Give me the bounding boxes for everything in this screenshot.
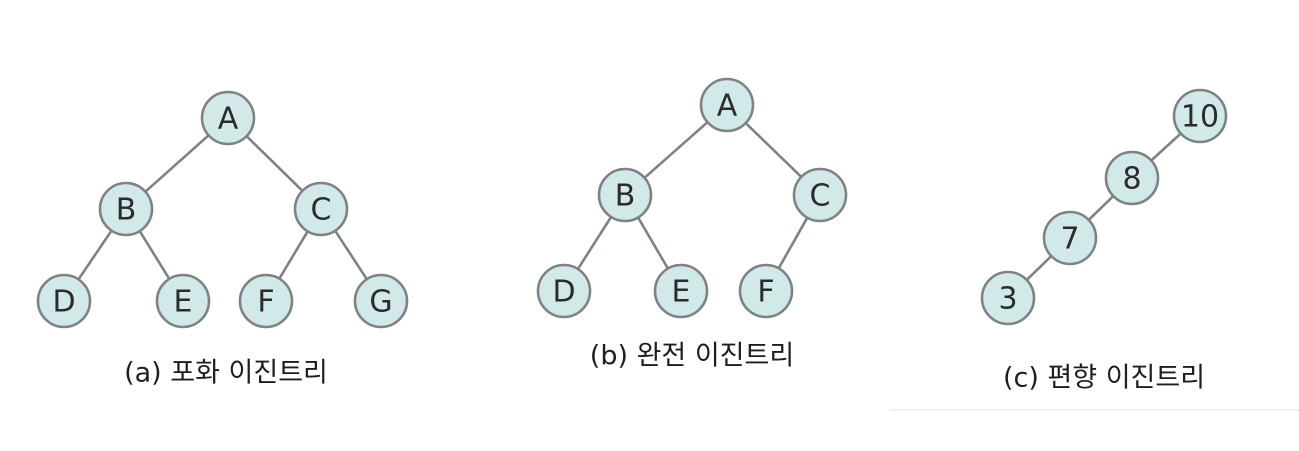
node-circle bbox=[792, 167, 848, 223]
node-label: E bbox=[672, 275, 691, 310]
edge-complete-B-D bbox=[576, 216, 613, 270]
tree-node-full-A: A bbox=[200, 90, 256, 146]
tree-node-full-B: B bbox=[98, 181, 154, 237]
node-circle bbox=[980, 270, 1036, 326]
edge-full-C-F bbox=[278, 230, 309, 280]
edge-skewed-7-3 bbox=[1025, 255, 1053, 281]
node-circle bbox=[293, 181, 349, 237]
node-circle bbox=[536, 263, 592, 319]
tree-node-full-G: G bbox=[353, 273, 409, 329]
node-label: D bbox=[52, 285, 75, 320]
tree-node-skewed-3: 3 bbox=[980, 270, 1036, 326]
tree-node-skewed-10: 10 bbox=[1172, 88, 1228, 144]
caption-complete-binary-tree: (b) 완전 이진트리 bbox=[590, 341, 794, 372]
edge-full-C-G bbox=[334, 230, 368, 280]
node-label: A bbox=[717, 89, 738, 124]
edge-full-B-E bbox=[138, 230, 171, 280]
node-circle bbox=[238, 273, 294, 329]
caption-full-binary-tree: (a) 포화 이진트리 bbox=[124, 358, 328, 389]
node-label: 3 bbox=[998, 282, 1017, 317]
edge-complete-B-E bbox=[636, 216, 670, 270]
node-label: B bbox=[116, 193, 137, 228]
tree-node-complete-D: D bbox=[536, 263, 592, 319]
edge-complete-A-B bbox=[643, 121, 709, 179]
edge-complete-A-C bbox=[744, 122, 803, 178]
tree-node-skewed-8: 8 bbox=[1104, 150, 1160, 206]
node-label: 8 bbox=[1122, 162, 1141, 197]
node-label: E bbox=[174, 285, 193, 320]
edge-full-A-B bbox=[144, 134, 210, 193]
node-circle bbox=[699, 77, 755, 133]
node-circle bbox=[1042, 210, 1098, 266]
tree-node-complete-C: C bbox=[792, 167, 848, 223]
edge-full-B-D bbox=[77, 229, 113, 281]
edge-skewed-8-7 bbox=[1087, 195, 1115, 221]
node-circle bbox=[200, 90, 256, 146]
node-label: C bbox=[311, 193, 332, 228]
node-circle bbox=[1104, 150, 1160, 206]
node-circle bbox=[1172, 88, 1228, 144]
caption-skewed-binary-tree: (c) 편향 이진트리 bbox=[1003, 363, 1205, 394]
tree-node-complete-E: E bbox=[653, 263, 709, 319]
node-circle bbox=[353, 273, 409, 329]
node-label: C bbox=[810, 179, 831, 214]
edge-skewed-10-8 bbox=[1150, 132, 1182, 162]
node-label: A bbox=[218, 102, 239, 137]
edges-layer bbox=[77, 121, 1182, 281]
node-label: F bbox=[257, 285, 274, 320]
node-label: F bbox=[757, 275, 774, 310]
node-label: B bbox=[615, 179, 636, 214]
tree-node-full-D: D bbox=[36, 273, 92, 329]
tree-node-skewed-7: 7 bbox=[1042, 210, 1098, 266]
tree-node-full-C: C bbox=[293, 181, 349, 237]
node-label: D bbox=[552, 275, 575, 310]
node-circle bbox=[653, 263, 709, 319]
node-circle bbox=[597, 167, 653, 223]
node-label: 10 bbox=[1181, 100, 1219, 135]
tree-node-complete-B: B bbox=[597, 167, 653, 223]
captions-layer: (a) 포화 이진트리 (b) 완전 이진트리 (c) 편향 이진트리 bbox=[124, 341, 1205, 394]
node-circle bbox=[155, 273, 211, 329]
edge-complete-C-F bbox=[777, 217, 809, 269]
node-circle bbox=[36, 273, 92, 329]
tree-node-full-E: E bbox=[155, 273, 211, 329]
tree-node-full-F: F bbox=[238, 273, 294, 329]
tree-node-complete-F: F bbox=[738, 263, 794, 319]
node-circle bbox=[738, 263, 794, 319]
nodes-layer: A B C D E F G A B C D E F 10 8 7 3 bbox=[36, 77, 1228, 329]
edge-full-A-C bbox=[245, 135, 304, 192]
node-label: G bbox=[369, 285, 392, 320]
node-label: 7 bbox=[1060, 222, 1079, 257]
tree-node-complete-A: A bbox=[699, 77, 755, 133]
node-circle bbox=[98, 181, 154, 237]
